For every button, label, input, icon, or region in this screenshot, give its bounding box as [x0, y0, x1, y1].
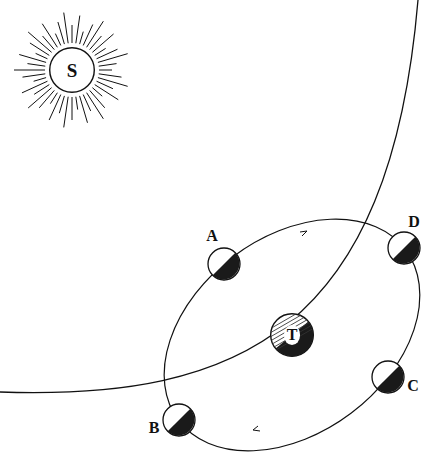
sun-ray	[83, 95, 90, 111]
sun-ray	[23, 74, 46, 77]
moon-disc	[208, 248, 240, 280]
sun-ray	[72, 25, 73, 43]
sun-ray	[55, 34, 60, 46]
sun-ray	[99, 70, 112, 71]
moon-a	[208, 248, 240, 280]
moon-shadow	[377, 366, 404, 393]
moon-disc	[388, 232, 420, 264]
position-letter: D	[408, 214, 420, 230]
sun-ray	[30, 43, 49, 55]
sun-ray	[76, 97, 78, 110]
sun-ray	[80, 32, 84, 44]
moon-b	[163, 404, 195, 436]
sun-ray	[59, 96, 64, 113]
moon-disc	[163, 404, 195, 436]
sun-ray	[98, 54, 128, 63]
moon-c	[372, 361, 404, 393]
earth-hatching	[244, 282, 325, 384]
position-letter: B	[149, 420, 160, 436]
sun-ray	[95, 48, 106, 55]
sun-ray	[27, 64, 45, 67]
sun-rays	[14, 13, 128, 128]
sun-ray	[83, 25, 93, 46]
sun-ray	[14, 70, 45, 71]
disc	[50, 48, 95, 93]
sun-ray	[90, 90, 105, 107]
moon-shadow	[393, 237, 420, 264]
hatch-line	[246, 301, 319, 374]
sun-ray	[99, 74, 122, 77]
position-letter: C	[407, 378, 419, 394]
sun-ray	[58, 22, 64, 44]
sun-ray	[98, 78, 128, 87]
sun-ray	[49, 95, 61, 120]
moon-d	[388, 232, 420, 264]
moon-shadow	[168, 409, 195, 436]
sun-ray	[64, 13, 68, 44]
orbit-arrow	[253, 426, 260, 431]
moon-disc	[372, 361, 404, 393]
orbit-arrow	[300, 231, 307, 236]
moon-shadow	[213, 253, 240, 280]
hatch-line	[245, 306, 318, 379]
sun-ray	[90, 36, 102, 50]
sun-ray	[64, 97, 68, 128]
earth-circle: T	[270, 313, 314, 357]
hatch-line	[244, 311, 317, 384]
position-letter: A	[206, 228, 218, 244]
sun-ray	[72, 97, 73, 120]
sun-circle: S	[49, 47, 95, 93]
sun-ray	[42, 24, 57, 48]
sun-ray	[80, 96, 88, 123]
sun-ray	[36, 53, 48, 58]
sun-ray	[34, 78, 46, 82]
hatch-line	[250, 287, 323, 360]
hatch-line	[248, 296, 321, 369]
sun-ray	[19, 55, 46, 63]
sun-ray	[43, 36, 55, 50]
earth-orbit	[0, 0, 418, 393]
node-letter: S	[67, 61, 78, 80]
sun-ray	[76, 16, 80, 44]
sun-ray	[99, 64, 117, 67]
moon-orbit	[120, 171, 425, 460]
sun-ray	[22, 81, 47, 93]
hatch-line	[251, 282, 324, 355]
hatch-line	[249, 291, 322, 364]
sun-ray	[39, 90, 54, 107]
sun-ray	[87, 93, 104, 119]
